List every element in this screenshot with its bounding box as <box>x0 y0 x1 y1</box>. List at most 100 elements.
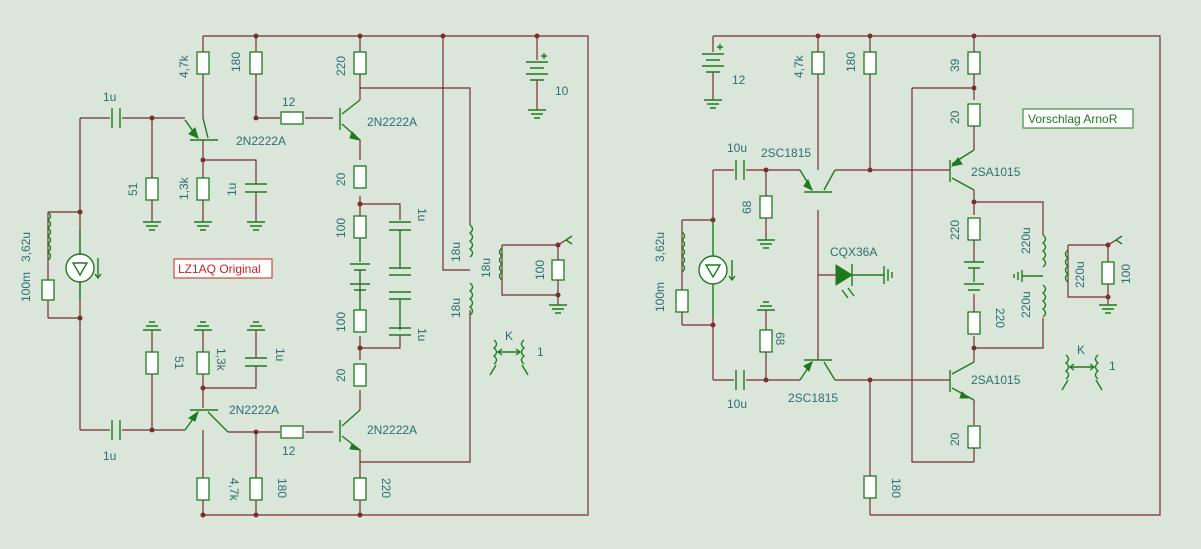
label-l-18u-c: 18u <box>449 298 463 318</box>
label-r-20-bot: 20 <box>334 368 348 382</box>
resistor-r-39 <box>967 51 981 75</box>
capacitor-mid <box>350 238 370 310</box>
led-cqx36a <box>835 264 878 299</box>
resistor-top-180 <box>249 51 263 75</box>
label-q3: 2N2222A <box>229 403 279 417</box>
resistor-r-68-bot <box>759 329 773 353</box>
label-r-k-value: 1 <box>1109 359 1116 373</box>
label-r-pnp-bot: 2SA1015 <box>971 373 1021 387</box>
label-r-load-left: 100 <box>533 260 547 280</box>
capacitor-1u-bot <box>245 357 267 367</box>
capacitor-in-top <box>111 108 121 128</box>
label-r-100-top: 100 <box>334 218 348 238</box>
label-r-l-220-c: 220u <box>1019 291 1033 318</box>
label-r-pnp-top: 2SA1015 <box>971 165 1021 179</box>
resistor-r-source <box>675 289 689 313</box>
title-box-right <box>1022 108 1134 129</box>
label-r-bot-180: 180 <box>275 478 289 498</box>
resistor-13k-top <box>196 177 210 201</box>
label-r-bot-47k: 4,7k <box>227 478 241 502</box>
resistor-top-220 <box>353 51 367 75</box>
transistor-r-q-bot <box>799 359 836 381</box>
transistor-r-pnp-top <box>949 149 975 191</box>
capacitor-1u-top <box>245 183 267 193</box>
transistor-r-q-top <box>799 169 836 193</box>
resistor-r-180-bot <box>863 475 877 499</box>
resistor-r-20-bot <box>967 425 981 449</box>
label-r-top-180: 180 <box>229 52 243 72</box>
transformer-left <box>468 224 504 316</box>
label-r-c-in-bot: 10u <box>727 397 747 411</box>
transistor-r-pnp-bot <box>949 361 975 401</box>
label-c-1u-top: 1u <box>225 183 239 196</box>
label-r-top-47k: 4,7k <box>177 54 191 78</box>
label-r-l-220-a: 220u <box>1019 227 1033 254</box>
ground-symbols-left <box>143 221 573 331</box>
resistor-source <box>41 279 55 301</box>
resistor-bot-180 <box>249 477 263 501</box>
label-c-1u-bot: 1u <box>273 348 287 361</box>
resistor-r-68-top <box>759 195 773 219</box>
title-right: Vorschlag ArnoR <box>1028 112 1118 126</box>
label-r-src-l: 3,62u <box>653 232 667 262</box>
label-r-20-top: 20 <box>334 172 348 186</box>
label-r-47k: 4,7k <box>792 54 806 78</box>
resistor-bot-220 <box>353 477 367 501</box>
label-r-68-top: 68 <box>740 200 754 214</box>
label-q1: 2N2222A <box>236 134 286 148</box>
resistor-r-180 <box>863 51 877 75</box>
label-r-top-220: 220 <box>334 56 348 76</box>
label-c-1u-right-bot: 1u <box>415 328 429 341</box>
label-r-13k-top: 1,3k <box>177 176 191 200</box>
resistor-top-47k <box>196 51 210 75</box>
label-r-led: CQX36A <box>830 245 877 259</box>
resistor-51-bot <box>145 351 159 375</box>
current-source-left <box>46 211 102 300</box>
transistor-q3 <box>184 409 229 433</box>
resistor-series-bot <box>280 425 304 439</box>
right-circuit: 12 4,7k 180 39 10u 2SC1815 2SA1015 20 68… <box>653 33 1161 516</box>
label-r-20-top: 20 <box>948 110 962 124</box>
transistor-q4 <box>339 409 362 451</box>
resistor-r-load <box>1101 261 1115 285</box>
resistor-20-bot <box>353 363 367 387</box>
label-r-51-bot: 51 <box>172 356 186 370</box>
label-r-68-bot: 68 <box>773 332 787 346</box>
label-l-18u-b: 18u <box>479 258 493 278</box>
label-r-series-top: 12 <box>282 95 296 109</box>
label-cap-in-bot: 1u <box>103 449 116 463</box>
label-l-18u-a: 18u <box>449 242 463 262</box>
label-r-q-bot: 2SC1815 <box>788 391 838 405</box>
coupling-k-left <box>489 339 529 376</box>
label-r-series-bot: 12 <box>282 444 296 458</box>
label-q4: 2N2222A <box>367 423 417 437</box>
label-r-20-bot: 20 <box>948 432 962 446</box>
resistor-load <box>551 259 565 281</box>
label-r-bot-220: 220 <box>379 478 393 498</box>
capacitor-r-mid <box>964 261 984 291</box>
capacitor-in-bot <box>111 420 121 440</box>
resistor-20-top <box>353 165 367 189</box>
label-r-180-bot: 180 <box>889 478 903 498</box>
resistor-r-220-bot <box>967 311 981 335</box>
resistor-51-top <box>145 177 159 201</box>
label-src-r-left: 100m <box>19 272 33 302</box>
label-c-1u-right-top: 1u <box>415 208 429 221</box>
left-circuit: 4,7k 180 220 1u 12 2N2222A 2N2222A 51 1,… <box>19 33 589 518</box>
label-r-load: 100 <box>1119 264 1133 284</box>
label-k-value-left: 1 <box>537 345 544 359</box>
resistor-100-bot <box>353 309 367 333</box>
transistor-q1 <box>184 117 218 141</box>
resistor-13k-bot <box>196 351 210 375</box>
capacitor-r-in-bot <box>735 370 745 390</box>
label-k-left: K <box>505 329 513 343</box>
resistor-r-20-top <box>967 103 981 127</box>
label-r-51-top: 51 <box>126 182 140 196</box>
battery-left <box>526 53 548 119</box>
resistor-bot-47k <box>196 477 210 501</box>
resistor-series-top <box>280 111 304 125</box>
label-r-220-top: 220 <box>948 220 962 240</box>
resistor-r-47k <box>811 51 825 75</box>
label-r-src-r: 100m <box>653 282 667 312</box>
